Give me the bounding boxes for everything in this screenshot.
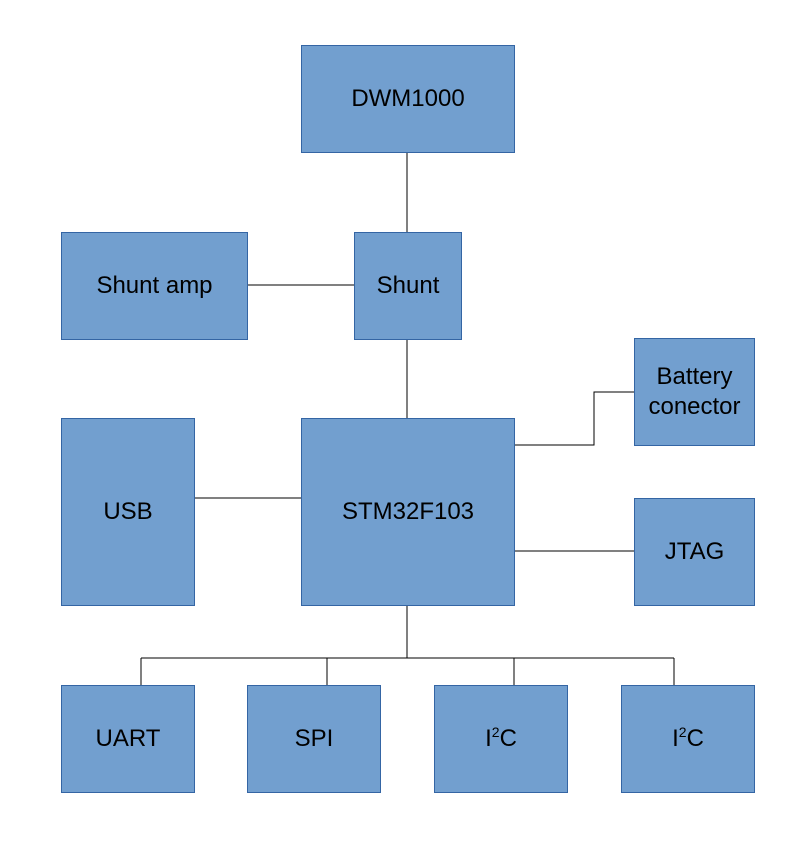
block-battery-label-line2: conector [648, 393, 741, 420]
block-shunt-amp-label: Shunt amp [96, 272, 213, 299]
block-jtag: JTAG [634, 498, 755, 606]
i2c-1-base: I [485, 725, 492, 752]
block-uart: UART [61, 685, 195, 793]
block-i2c-2: I2C [621, 685, 755, 793]
block-dwm1000-label: DWM1000 [351, 85, 465, 112]
i2c-2-superscript: 2 [678, 724, 687, 740]
block-spi: SPI [247, 685, 381, 793]
block-i2c-2-label: I2C [672, 724, 704, 754]
block-i2c-1: I2C [434, 685, 568, 793]
i2c-2-tail: C [686, 725, 704, 752]
i2c-1-tail: C [499, 725, 517, 752]
i2c-1-superscript: 2 [491, 724, 500, 740]
block-usb: USB [61, 418, 195, 606]
block-shunt-label: Shunt [376, 272, 440, 299]
block-usb-label: USB [103, 498, 153, 525]
block-mcu: STM32F103 [301, 418, 515, 606]
block-battery-connector: Battery conector [634, 338, 755, 446]
block-battery-label-line1: Battery [656, 363, 733, 390]
block-shunt-amp: Shunt amp [61, 232, 248, 340]
block-uart-label: UART [95, 725, 161, 752]
block-jtag-label: JTAG [664, 538, 725, 565]
bus-mcu-peripherals [141, 605, 674, 659]
i2c-2-base: I [672, 725, 679, 752]
block-dwm1000: DWM1000 [301, 45, 515, 153]
link-mcu-battery [514, 391, 634, 446]
block-shunt: Shunt [354, 232, 462, 340]
block-spi-label: SPI [294, 725, 334, 752]
block-mcu-label: STM32F103 [341, 498, 475, 525]
block-i2c-1-label: I2C [485, 724, 517, 754]
